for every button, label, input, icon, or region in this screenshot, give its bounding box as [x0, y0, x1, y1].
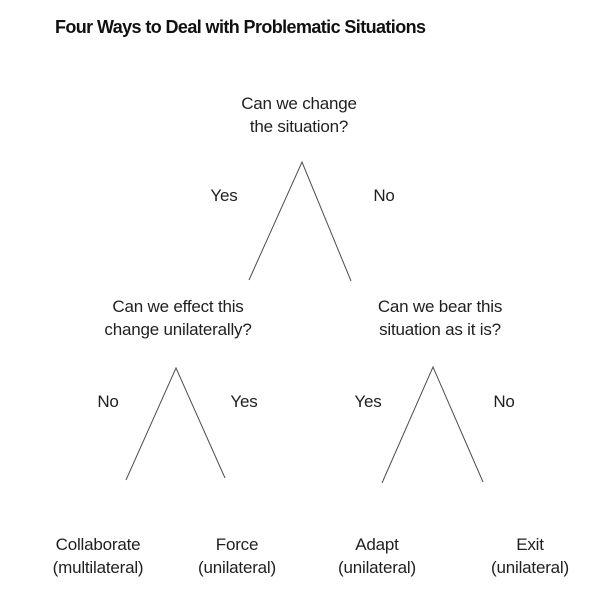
- right-question: Can we bear this situation as it is?: [377, 295, 503, 341]
- page-title: Four Ways to Deal with Problematic Situa…: [55, 17, 426, 37]
- right-question-line1: Can we bear this: [377, 297, 503, 316]
- left-yes-label: Yes: [230, 392, 258, 411]
- leaf-force: Force (unilateral): [198, 533, 276, 579]
- left-question-line1: Can we effect this: [112, 297, 244, 316]
- root-branch-lines: [248, 160, 352, 282]
- left-question-line2: change unilaterally?: [104, 320, 252, 339]
- root-yes-label: Yes: [210, 186, 238, 205]
- leaf-qualifier: (unilateral): [491, 558, 569, 577]
- root-no-label: No: [373, 186, 395, 205]
- right-branch-lines: [381, 365, 484, 484]
- root-question-line2: the situation?: [249, 117, 349, 136]
- root-question: Can we change the situation?: [241, 92, 357, 138]
- leaf-name: Collaborate: [55, 535, 141, 554]
- leaf-qualifier: (unilateral): [338, 558, 416, 577]
- right-no-label: No: [493, 392, 515, 411]
- leaf-name: Exit: [516, 535, 544, 554]
- left-branch-lines: [125, 366, 226, 481]
- root-question-line1: Can we change: [241, 94, 357, 113]
- leaf-adapt: Adapt (unilateral): [338, 533, 416, 579]
- left-question: Can we effect this change unilaterally?: [104, 295, 251, 341]
- leaf-exit: Exit (unilateral): [491, 533, 569, 579]
- left-no-label: No: [97, 392, 119, 411]
- leaf-qualifier: (unilateral): [198, 558, 276, 577]
- right-yes-label: Yes: [354, 392, 382, 411]
- leaf-name: Force: [215, 535, 259, 554]
- leaf-collaborate: Collaborate (multilateral): [53, 533, 144, 579]
- right-question-line2: situation as it is?: [379, 320, 501, 339]
- leaf-qualifier: (multilateral): [52, 558, 144, 577]
- leaf-name: Adapt: [355, 535, 399, 554]
